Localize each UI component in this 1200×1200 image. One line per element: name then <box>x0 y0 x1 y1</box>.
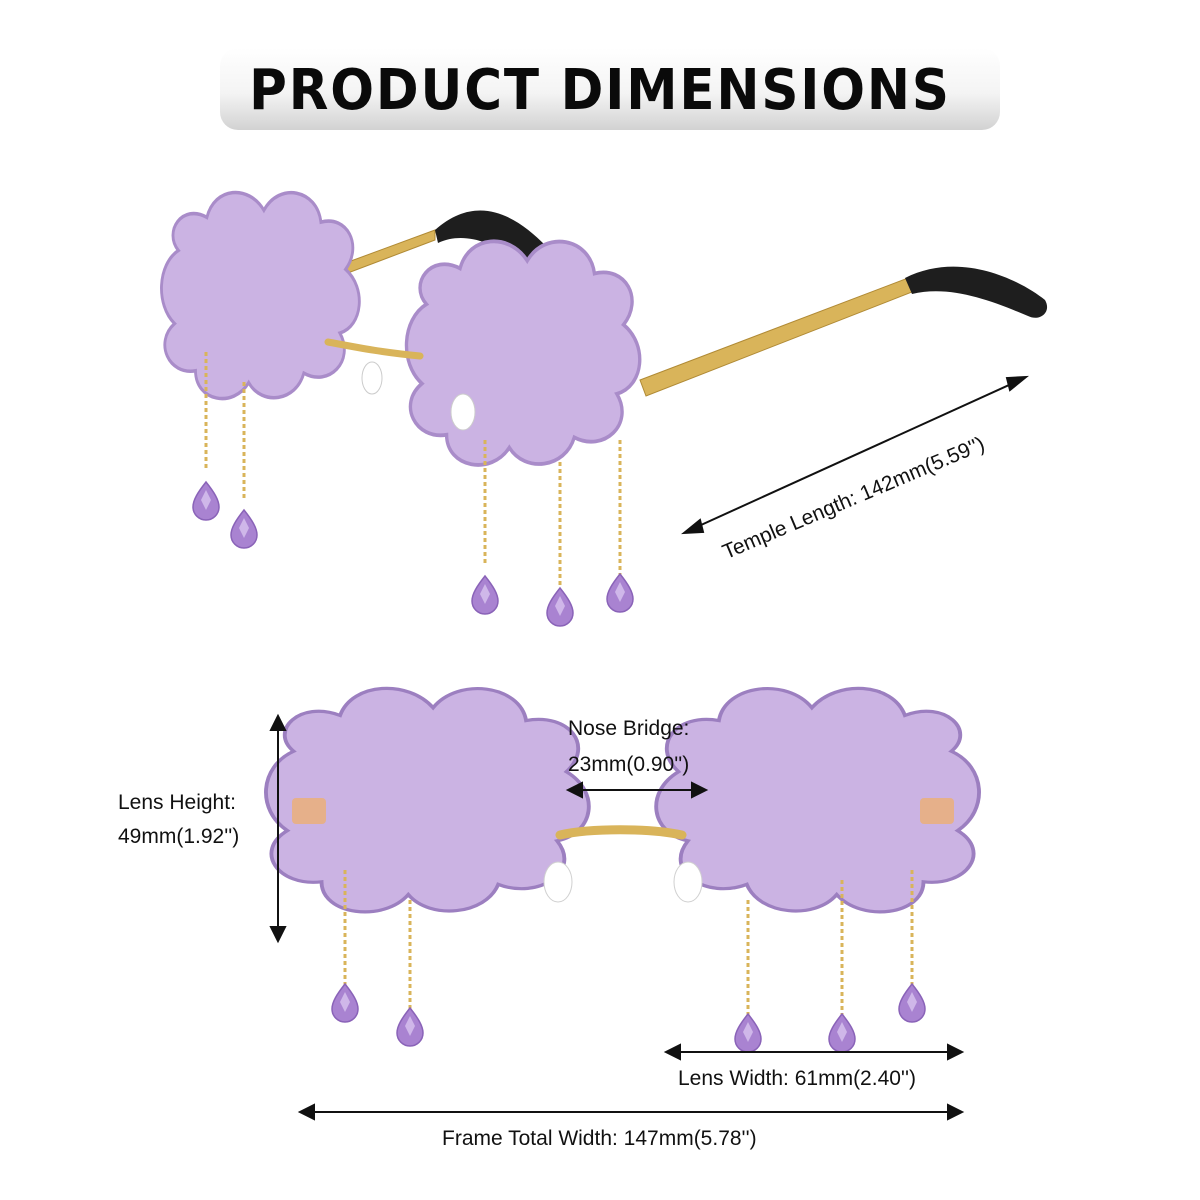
crystal-drop-icon <box>898 983 926 1023</box>
crystal-drop-icon <box>230 509 258 549</box>
frame-total-width-label: Frame Total Width: 147mm(5.78'') <box>442 1127 757 1150</box>
page-title: PRODUCT DIMENSIONS <box>249 58 951 123</box>
nose-bridge-label: Nose Bridge: <box>568 717 690 740</box>
nose-bridge-icon <box>324 338 424 360</box>
title-banner <box>220 48 1000 130</box>
lens-width-label: Lens Width: 61mm(2.40'') <box>678 1067 916 1090</box>
nose-bridge-icon <box>555 825 687 840</box>
cloud-lens-left-icon <box>159 190 362 401</box>
lens-height-value: 49mm(1.92'') <box>118 825 240 848</box>
nose-bridge-value: 23mm(0.90'') <box>568 753 690 776</box>
lens-height-arrow <box>269 713 287 944</box>
crystal-drop-icon <box>828 1013 856 1053</box>
crystal-drop-icon <box>606 573 634 613</box>
crystal-drop-icon <box>396 1007 424 1047</box>
lens-width-arrow <box>663 1043 965 1061</box>
nose-bridge-arrow <box>565 781 709 799</box>
crystal-drop-icon <box>471 575 499 615</box>
cloud-lens-right-icon <box>404 239 642 467</box>
crystal-drop-icon <box>331 983 359 1023</box>
front-glasses-view <box>264 686 981 1053</box>
crystal-drop-icon <box>546 587 574 627</box>
crystal-drop-icon <box>734 1013 762 1053</box>
lens-height-label: Lens Height: <box>118 791 236 814</box>
crystal-drop-icon <box>192 481 220 521</box>
temple-tip-front-icon <box>905 266 1048 318</box>
frame-width-arrow <box>297 1103 965 1121</box>
top-glasses-view <box>159 190 1048 627</box>
temple-length-arrow <box>680 375 1030 535</box>
